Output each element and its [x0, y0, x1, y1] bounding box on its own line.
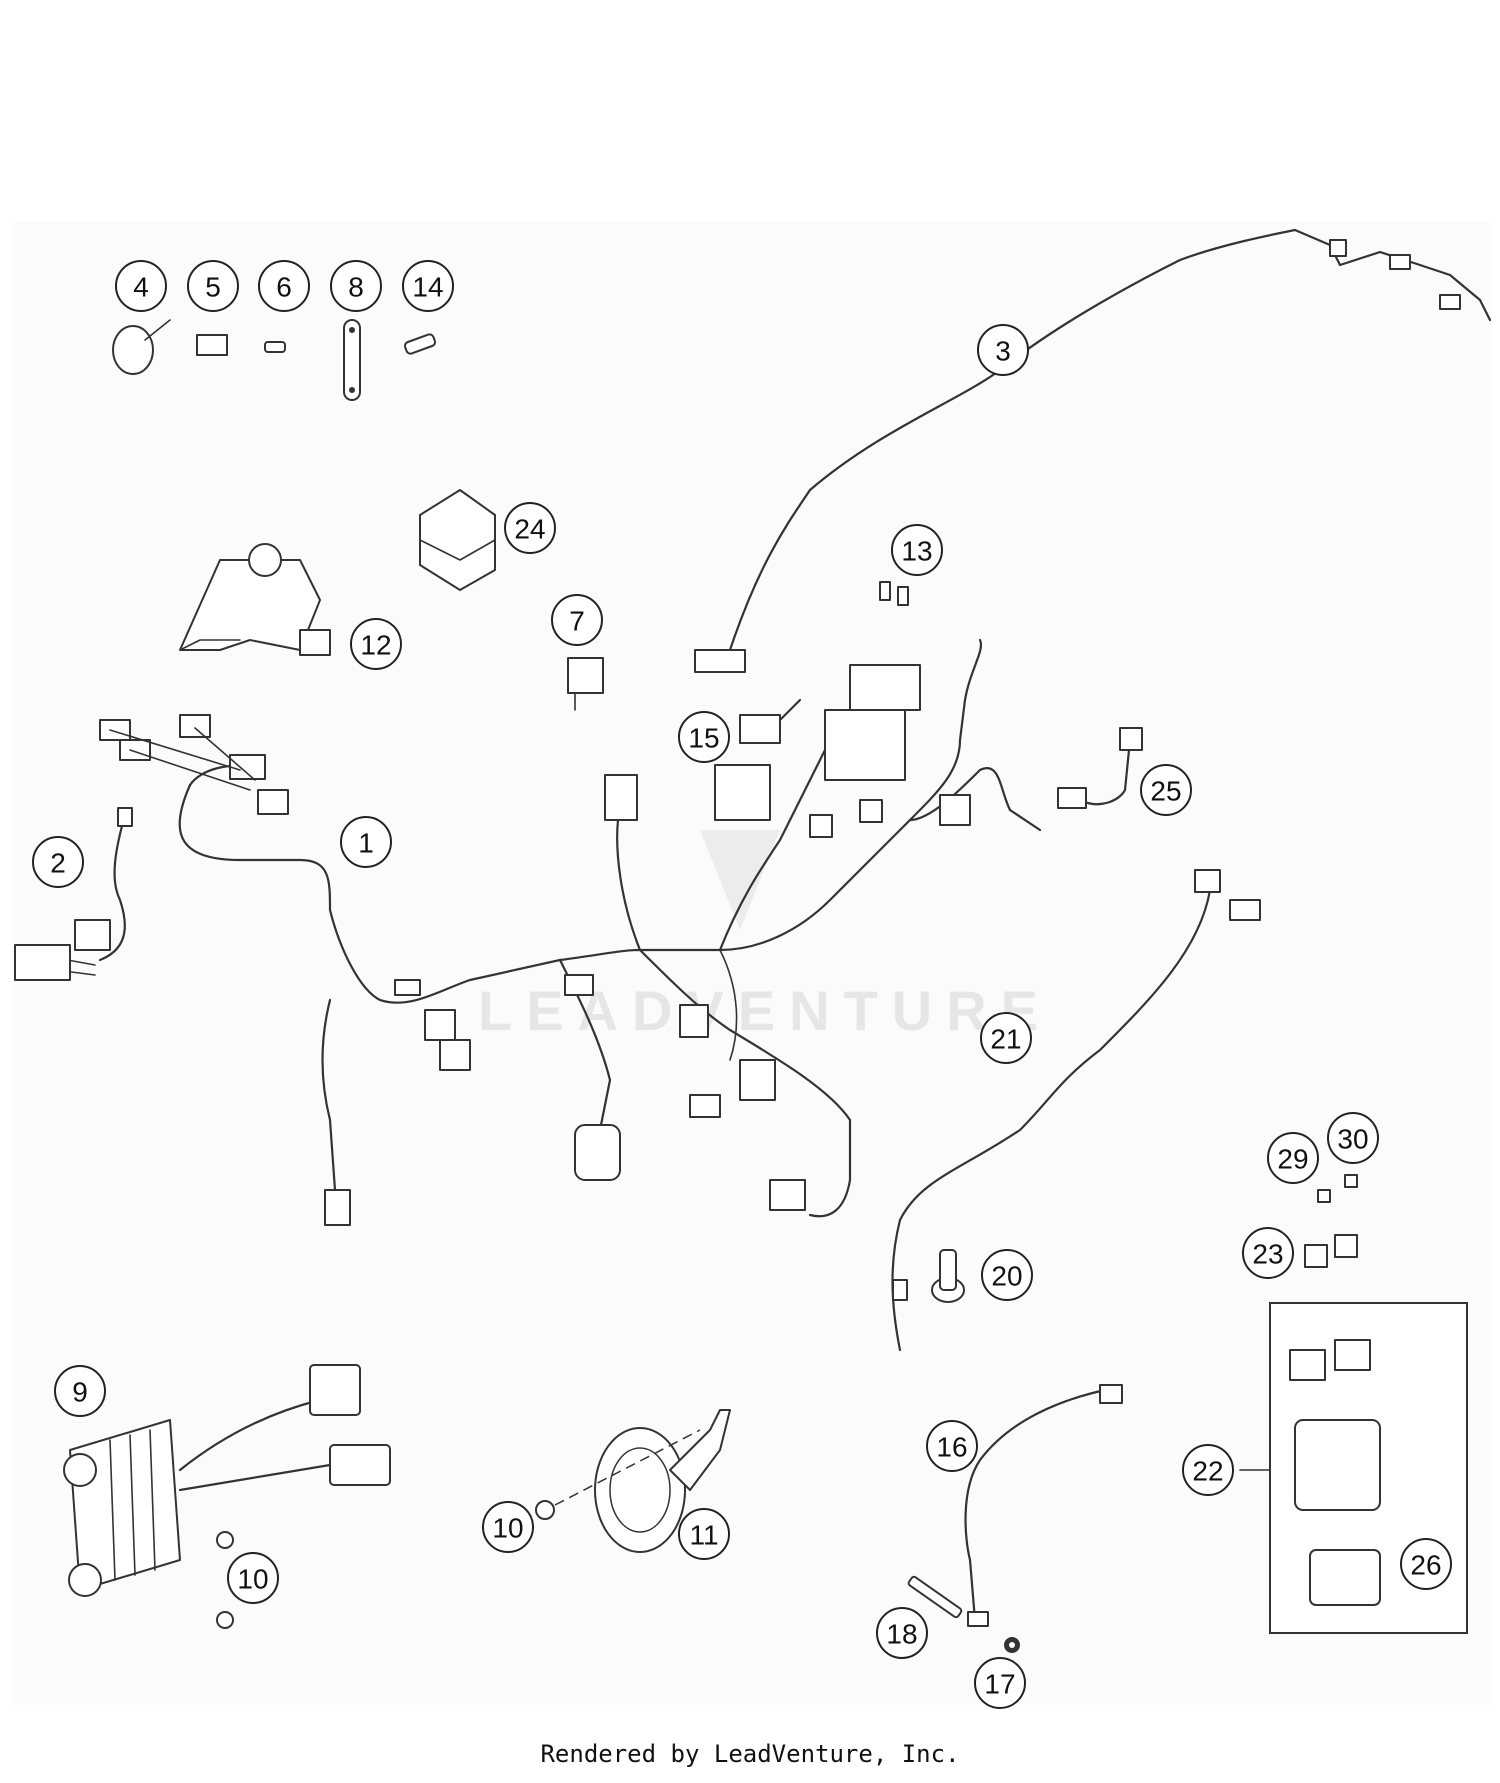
regulator-part-9 [63, 1364, 391, 1597]
callout-number: 21 [990, 1024, 1021, 1055]
callout-18: 18 [876, 1607, 928, 1659]
callout-16: 16 [926, 1420, 978, 1472]
callout-4: 4 [115, 260, 167, 312]
callout-29: 29 [1267, 1132, 1319, 1184]
callout-number: 26 [1410, 1550, 1441, 1581]
watermark-logo [700, 830, 780, 930]
bolt-part-18 [907, 1575, 963, 1619]
callout-2: 2 [32, 836, 84, 888]
callout-25: 25 [1140, 764, 1192, 816]
cable-part-16 [964, 1384, 1123, 1627]
nut-part-10-center [535, 1500, 555, 1520]
grommet-part-20 [931, 1249, 965, 1303]
callout-21: 21 [980, 1012, 1032, 1064]
clip-part-5 [196, 334, 228, 356]
callout-10: 10 [482, 1501, 534, 1553]
nut-part-10-left [216, 1531, 234, 1629]
callout-10: 10 [227, 1552, 279, 1604]
strap-part-8 [343, 319, 361, 401]
callout-number: 8 [348, 272, 364, 303]
callout-17: 17 [974, 1657, 1026, 1709]
connector-cable-part-25 [1057, 727, 1143, 809]
callout-number: 25 [1150, 776, 1181, 807]
bracket-part-12 [179, 543, 331, 656]
callout-24: 24 [504, 502, 556, 554]
cover-part-24 [419, 489, 496, 591]
callout-number: 15 [688, 723, 719, 754]
fuses-part-13 [879, 581, 909, 606]
footer-credit: Rendered by LeadVenture, Inc. [540, 1740, 960, 1768]
callout-9: 9 [54, 1365, 106, 1417]
callout-number: 18 [886, 1619, 917, 1650]
callout-number: 12 [360, 630, 391, 661]
relay-part-7 [567, 657, 604, 711]
callout-6: 6 [258, 260, 310, 312]
callout-number: 6 [276, 272, 292, 303]
callout-1: 1 [340, 816, 392, 868]
callout-number: 11 [689, 1520, 718, 1551]
screw-part-29 [1317, 1189, 1331, 1203]
callout-3: 3 [977, 324, 1029, 376]
callout-number: 17 [984, 1669, 1015, 1700]
cable-tie-part-4 [112, 319, 171, 375]
cable-part-21 [891, 869, 1261, 1352]
bulb-part-6 [264, 341, 286, 353]
callout-15: 15 [678, 711, 730, 763]
callout-11: 11 [678, 1508, 730, 1560]
callout-30: 30 [1327, 1112, 1379, 1164]
callout-number: 30 [1337, 1124, 1368, 1155]
callout-number: 3 [995, 336, 1011, 367]
callout-8: 8 [330, 260, 382, 312]
horn-part-11 [554, 1409, 731, 1553]
callout-26: 26 [1400, 1538, 1452, 1590]
callout-number: 20 [991, 1261, 1022, 1292]
callout-23: 23 [1242, 1227, 1294, 1279]
callout-number: 10 [492, 1513, 523, 1544]
callout-12: 12 [350, 618, 402, 670]
callout-number: 5 [205, 272, 221, 303]
callout-14: 14 [402, 260, 454, 312]
callout-number: 4 [133, 272, 149, 303]
callout-13: 13 [891, 524, 943, 576]
callout-number: 9 [72, 1377, 88, 1408]
fuse-part-14 [403, 333, 437, 355]
long-cable-part-3 [694, 228, 1492, 673]
clips-part-23 [1304, 1234, 1358, 1268]
main-wiring-harness [99, 638, 1042, 1226]
callout-number: 2 [50, 848, 66, 879]
callout-number: 24 [514, 514, 545, 545]
callout-7: 7 [551, 594, 603, 646]
callout-number: 1 [358, 828, 374, 859]
plug-part-15 [739, 698, 802, 744]
callout-number: 23 [1252, 1239, 1283, 1270]
callout-5: 5 [187, 260, 239, 312]
callout-number: 16 [936, 1432, 967, 1463]
diagram-background [12, 222, 1492, 1705]
callout-number: 22 [1192, 1456, 1223, 1487]
callout-number: 10 [237, 1564, 268, 1595]
callout-number: 7 [569, 606, 585, 637]
callout-22: 22 [1182, 1444, 1234, 1496]
callout-number: 13 [901, 536, 932, 567]
callout-number: 29 [1277, 1144, 1308, 1175]
washer-part-17 [1004, 1637, 1020, 1653]
screw-part-30 [1344, 1174, 1358, 1188]
callout-number: 14 [412, 272, 443, 303]
callout-20: 20 [981, 1249, 1033, 1301]
sub-harness-part-2 [14, 807, 133, 981]
